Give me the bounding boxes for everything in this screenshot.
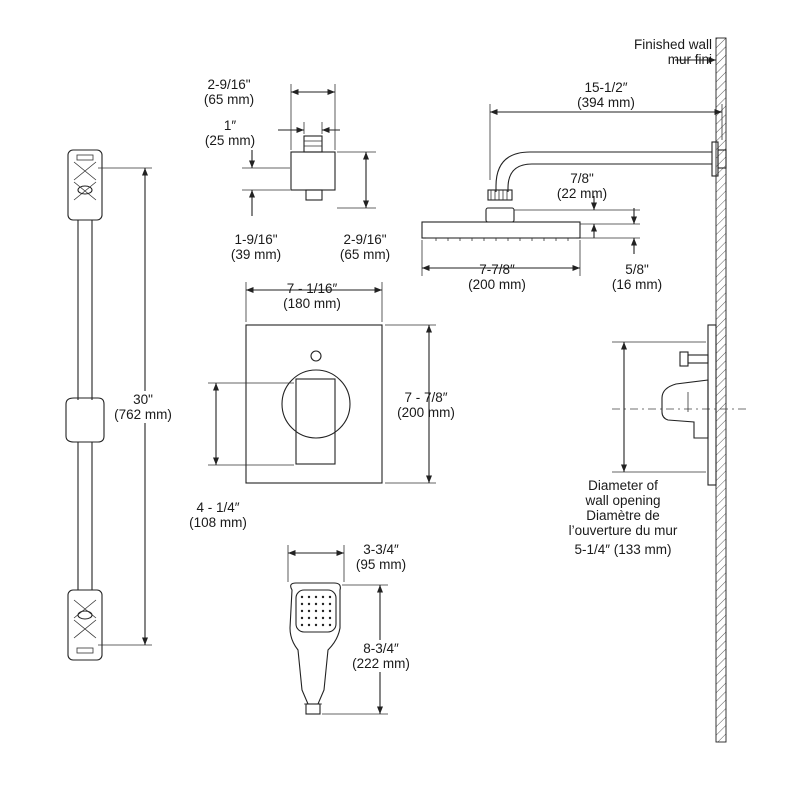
elbow-depth-label: 1-9/16" (39 mm) <box>231 232 281 262</box>
hand-width-mm: (95 mm) <box>355 557 407 572</box>
elbow-width-label: 2-9/16" (65 mm) <box>204 77 254 107</box>
elbow-outlet-in: 1″ <box>223 118 237 133</box>
valve-side-view <box>612 324 750 486</box>
wall-opening-en2: wall opening <box>585 493 661 508</box>
elbow-height-in: 2-9/16" <box>343 232 387 247</box>
hand-width-label: 3-3/4″ (95 mm) <box>356 542 406 572</box>
handle-offset-mm: (108 mm) <box>189 515 247 530</box>
hand-length-label: 8-3/4″ (222 mm) <box>350 640 412 672</box>
head-thickness-mm: (16 mm) <box>611 277 663 292</box>
elbow-depth-in: 1-9/16" <box>234 232 278 247</box>
wall-opening-en1: Diameter of <box>588 478 658 493</box>
handle-offset-label: 4 - 1/4″ (108 mm) <box>189 500 247 530</box>
spray-face-dots <box>300 595 332 627</box>
head-width-mm: (200 mm) <box>468 277 526 292</box>
wall-opening-fr2: l’ouverture du mur <box>568 523 678 538</box>
hand-width-in: 3-3/4″ <box>363 542 399 557</box>
trim-height-in: 7 - 7/8″ <box>404 390 448 405</box>
hand-length-mm: (222 mm) <box>352 656 410 671</box>
bar-length-in: 30" <box>133 392 153 407</box>
trim-height-mm: (200 mm) <box>397 405 455 420</box>
finished-wall-fr: mur fini <box>667 52 712 67</box>
handle-offset-in: 4 - 1/4″ <box>196 500 240 515</box>
head-thickness-label: 5/8" (16 mm) <box>612 262 662 292</box>
wall-opening-fr1: Diamètre de <box>586 508 660 523</box>
valve-trim-front <box>208 282 436 484</box>
trim-width-mm: (180 mm) <box>283 296 341 311</box>
finished-wall-en: Finished wall <box>633 37 712 52</box>
elbow-depth-mm: (39 mm) <box>230 247 282 262</box>
nozzle-row <box>435 238 569 241</box>
hand-length-in: 8-3/4″ <box>363 641 399 656</box>
arm-drop-label: 7/8" (22 mm) <box>557 171 607 201</box>
finished-wall-label: Finished wall mur fini <box>634 37 712 67</box>
arm-length-in: 15-1/2″ <box>584 80 628 95</box>
wall-opening-label: Diameter of wall opening Diamètre de l’o… <box>569 478 678 557</box>
elbow-outlet-mm: (25 mm) <box>204 133 256 148</box>
trim-width-in: 7 - 1/16″ <box>286 281 338 296</box>
arm-drop-mm: (22 mm) <box>556 186 608 201</box>
head-width-label: 7-7/8″ (200 mm) <box>468 262 526 292</box>
wall-opening-size: 5-1/4″ (133 mm) <box>574 542 672 557</box>
head-thickness-in: 5/8" <box>625 262 649 277</box>
wall-elbow <box>242 84 376 216</box>
arm-length-label: 15-1/2″ (394 mm) <box>577 80 635 110</box>
elbow-width-in: 2-9/16" <box>207 77 251 92</box>
trim-width-label: 7 - 1/16″ (180 mm) <box>283 281 341 311</box>
arm-drop-in: 7/8" <box>570 171 594 186</box>
shower-arm-head <box>421 104 727 276</box>
trim-height-label: 7 - 7/8″ (200 mm) <box>397 390 455 420</box>
elbow-outlet-label: 1″ (25 mm) <box>205 118 255 148</box>
elbow-height-label: 2-9/16" (65 mm) <box>340 232 390 262</box>
hand-shower <box>287 545 388 715</box>
elbow-width-mm: (65 mm) <box>203 92 255 107</box>
bar-length-label: 30" (762 mm) <box>112 391 174 423</box>
bar-length-mm: (762 mm) <box>114 407 172 422</box>
elbow-height-mm: (65 mm) <box>339 247 391 262</box>
head-width-in: 7-7/8″ <box>479 262 515 277</box>
arm-length-mm: (394 mm) <box>577 95 635 110</box>
